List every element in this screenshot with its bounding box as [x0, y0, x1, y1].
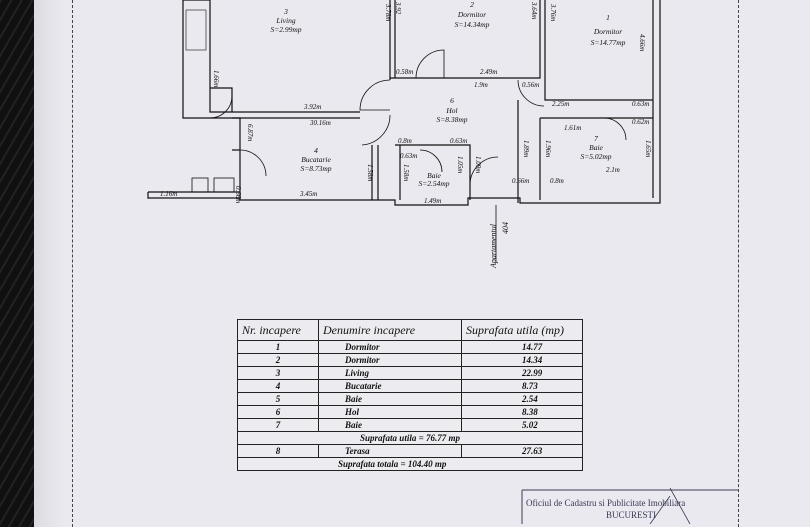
- dim-label: 1.58m: [402, 164, 410, 181]
- dim-label: 0.56m: [522, 81, 539, 89]
- table-header-row: Nr. incapere Denumire incapere Suprafata…: [237, 319, 583, 341]
- dim-label: 1.61m: [564, 124, 581, 132]
- photo-background-left: [0, 0, 38, 527]
- dim-label: 0.63m: [632, 100, 649, 108]
- dim-label: 0.63m: [400, 152, 417, 160]
- wall-dormitor2: [518, 0, 541, 79]
- room-number-dormitor1: 1: [606, 13, 610, 22]
- dim-label: 0.66m: [512, 177, 529, 185]
- total-row: Suprafata totala = 104.40 mp: [237, 457, 583, 471]
- room-area-living: S=2.99mp: [270, 25, 301, 34]
- dim-label: 0.62m: [632, 118, 649, 126]
- room-name-baie7: Baie: [589, 143, 603, 152]
- room-name-baie5: Baie: [427, 171, 441, 180]
- rooms-table: Nr. incapere Denumire incapere Suprafata…: [237, 319, 583, 471]
- wall-dormitor1: [544, 0, 653, 101]
- stamp-line2: BUCURESTI: [606, 510, 657, 520]
- dim-label: 3.64m: [530, 1, 538, 19]
- header-nr: Nr. incapere: [237, 319, 319, 341]
- suprafata-totala: Suprafata totala = 104.40 mp: [237, 457, 583, 471]
- dim-label: 0.58m: [396, 68, 413, 76]
- room-area-hol: S=8.38mp: [436, 115, 467, 124]
- dim-label: 1.9m: [474, 81, 488, 89]
- dim-label: 0.66m: [234, 186, 242, 203]
- dim-label: 3.92: [394, 1, 402, 15]
- dim-label: 1.58m: [366, 164, 374, 181]
- dim-label: 2.49m: [480, 68, 497, 76]
- room-number-living: 3: [283, 7, 288, 16]
- apartment-number: 404: [501, 222, 510, 234]
- room-area-bucatarie: S=8.73mp: [300, 164, 331, 173]
- suprafata-utila: Suprafata utila = 76.77 mp: [237, 431, 583, 445]
- document-page: [34, 0, 810, 527]
- subtotal-row: Suprafata utila = 76.77 mp: [237, 431, 583, 445]
- dim-label: 1.66m: [212, 70, 220, 87]
- dim-label: 30.16m: [309, 119, 331, 127]
- dim-label: 2.25m: [552, 100, 569, 108]
- dim-label: 1.96m: [544, 140, 552, 157]
- dim-label: 3.78m: [384, 3, 392, 21]
- dim-label: 1.05m: [456, 156, 464, 173]
- dim-label: 3.76m: [549, 3, 557, 21]
- dim-label: 1.16m: [160, 190, 177, 198]
- dim-label: 0.8m: [398, 137, 412, 145]
- dim-label: 1.89m: [522, 140, 530, 157]
- room-name-hol: Hol: [445, 106, 457, 115]
- room-area-dormitor2: S=14.34mp: [455, 20, 490, 29]
- dim-label: 3.92m: [303, 103, 321, 111]
- dim-label: 0.63m: [450, 137, 467, 145]
- apartment-label: Apartamentul: [489, 223, 498, 269]
- outer-wall: [182, 0, 661, 206]
- header-name: Denumire incapere: [318, 319, 462, 341]
- room-area-baie5: S=2.54mp: [418, 179, 449, 188]
- door-arc: [415, 49, 445, 79]
- room-name-bucatarie: Bucatarie: [301, 155, 331, 164]
- room-name-dormitor1: Dormitor: [593, 27, 622, 36]
- stamp-line1: Oficiul de Cadastru si Publicitate Imobi…: [526, 498, 686, 508]
- dim-label: 3.45m: [299, 190, 317, 198]
- dim-label: 1.09m: [474, 156, 482, 173]
- stamp-border: [521, 488, 738, 524]
- room-name-dormitor2: Dormitor: [457, 10, 486, 19]
- room-number-bucatarie: 4: [314, 146, 318, 155]
- dim-label: 6.87m: [246, 124, 254, 141]
- dim-label: 1.49m: [424, 197, 441, 205]
- margin-line-right: [738, 0, 739, 527]
- room-number-baie7: 7: [594, 134, 598, 143]
- margin-line-left: [72, 0, 73, 527]
- dim-label: 4.66m: [638, 34, 646, 51]
- room-area-baie7: S=5.02mp: [580, 152, 611, 161]
- header-area: Suprafata utila (mp): [461, 319, 583, 341]
- dim-label: 2.1m: [606, 166, 620, 174]
- room-name-living: Living: [275, 16, 295, 25]
- room-number-hol: 6: [450, 96, 454, 105]
- dim-label: 0.8m: [550, 177, 564, 185]
- dim-label: 1.65m: [644, 140, 652, 157]
- room-number-dormitor2: 2: [470, 0, 474, 9]
- official-stamp: Oficiul de Cadastru si Publicitate Imobi…: [520, 488, 740, 524]
- room-area-dormitor1: S=14.77mp: [591, 38, 626, 47]
